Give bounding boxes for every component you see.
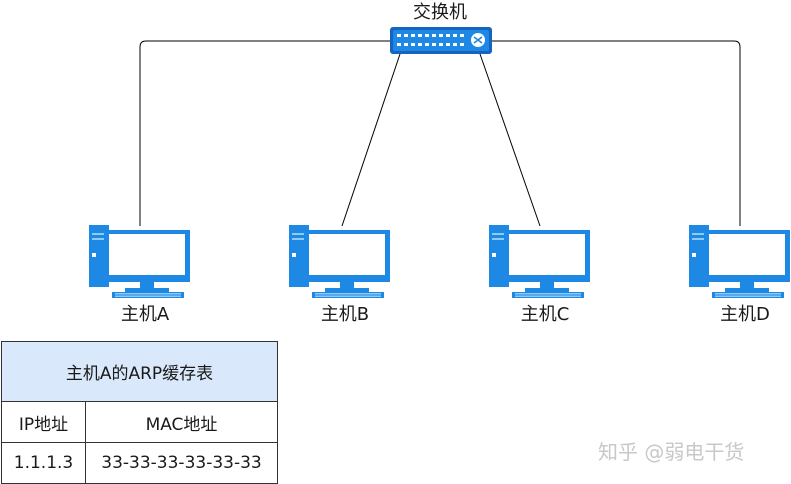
network-switch-icon <box>390 27 492 54</box>
host-d-computer-icon <box>689 225 790 298</box>
link-switch-host-a <box>139 40 392 226</box>
link-switch-host-d <box>490 40 741 226</box>
ip-column-header: IP地址 <box>1 401 86 443</box>
host-b-computer-icon <box>289 225 390 298</box>
watermark: 知乎 @弱电干货 <box>598 440 745 464</box>
link-switch-host-c <box>479 53 541 227</box>
host-c-computer-icon <box>489 225 590 298</box>
ip-cell: 1.1.1.3 <box>1 442 86 484</box>
mac-cell: 33-33-33-33-33-33 <box>85 442 278 484</box>
arp-table-row: 1.1.1.3 33-33-33-33-33-33 <box>1 442 278 484</box>
host-c-label: 主机C <box>520 304 570 325</box>
arp-table-title: 主机A的ARP缓存表 <box>1 341 278 402</box>
arp-table-header-row: IP地址 MAC地址 <box>1 401 278 443</box>
host-a-label: 主机A <box>120 304 170 325</box>
host-b-label: 主机B <box>320 304 370 325</box>
mac-column-header: MAC地址 <box>85 401 278 443</box>
link-switch-host-b <box>341 53 401 227</box>
switch-label: 交换机 <box>413 2 467 23</box>
host-a-computer-icon <box>89 225 190 298</box>
host-d-label: 主机D <box>720 304 770 325</box>
arp-cache-table: 主机A的ARP缓存表 IP地址 MAC地址 1.1.1.3 33-33-33-3… <box>1 341 278 484</box>
